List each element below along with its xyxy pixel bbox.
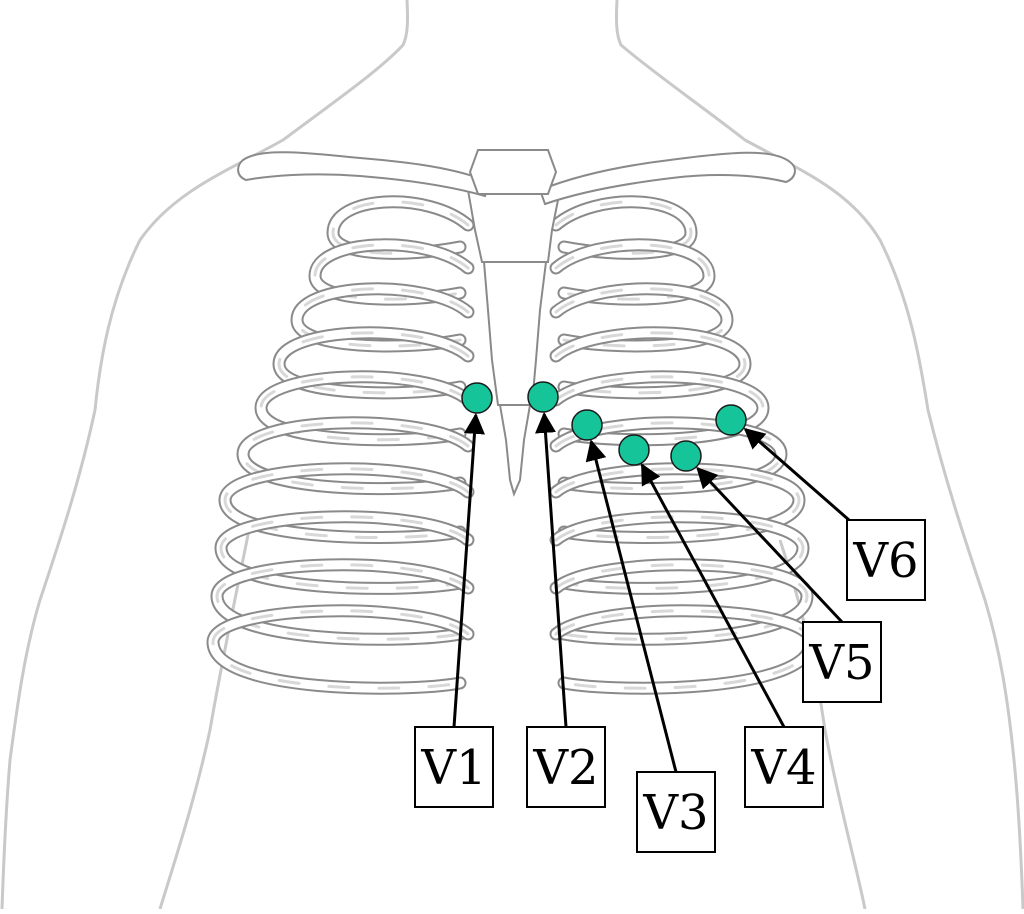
rib-l-3-shade [295,287,470,348]
v3-electrode [571,409,603,441]
torso-right-outline [615,0,1024,910]
v1-label: V1 [420,740,486,796]
rib-l-1-shade [331,200,470,255]
rib-r-8-shade [554,515,805,590]
v4-arrow [640,463,786,728]
v1-label-box [414,726,494,808]
rib-l-4-shade [277,331,470,395]
right-arm-inner-outline [778,539,867,910]
v4-label-box [744,726,824,808]
left-arm-inner-outline [158,524,252,910]
rib-r-2-shade [554,243,711,301]
clavicles [237,149,796,206]
v5-label-box [802,621,882,703]
v5-label: V5 [808,635,874,691]
rib-l-9-shade [215,563,470,641]
torso-left-outline [0,0,409,910]
xiphoid-process [498,404,532,497]
v4-label: V4 [750,740,816,796]
v6-label-box [846,519,926,601]
v4-electrode [618,434,650,466]
rib-r-1-shade [554,200,693,255]
cervical-vertebra [468,149,558,195]
rib-l-9-fill [212,560,473,644]
rib-r-6-fill [551,418,786,494]
v1-electrode [461,382,493,414]
rib-l-10-fill [208,606,473,693]
v6-electrode [715,404,747,436]
v5-electrode [670,440,702,472]
rib-l-6-fill [238,418,473,494]
rib-l-7-shade [223,467,470,539]
v1-arrow [452,412,485,728]
v2-label: V2 [532,740,598,796]
rib-r-3-shade [554,287,729,348]
rib-r-10-fill [551,606,816,693]
v5-arrow [696,466,844,624]
sternum [466,189,562,497]
rib-l-5-shade [259,375,470,442]
v3-arrow [585,439,678,773]
v3-label: V3 [642,785,708,841]
v2-arrow [535,411,568,728]
v2-label-box [526,726,606,808]
rib-r-4-shade [554,331,747,395]
rib-l-2-shade [313,243,470,301]
v6-arrow [743,427,850,522]
v3-label-box [636,771,716,853]
rib-l-8-shade [219,515,470,590]
rib-l-10-shade [211,609,470,690]
rib-r-9-shade [554,563,809,641]
v2-electrode [527,381,559,413]
v6-label: V6 [852,533,918,589]
rib-cage [206,195,818,695]
left-clavicle [237,151,492,198]
rib-r-9-fill [551,560,812,644]
rib-r-7-shade [554,467,801,539]
right-clavicle [538,151,796,206]
